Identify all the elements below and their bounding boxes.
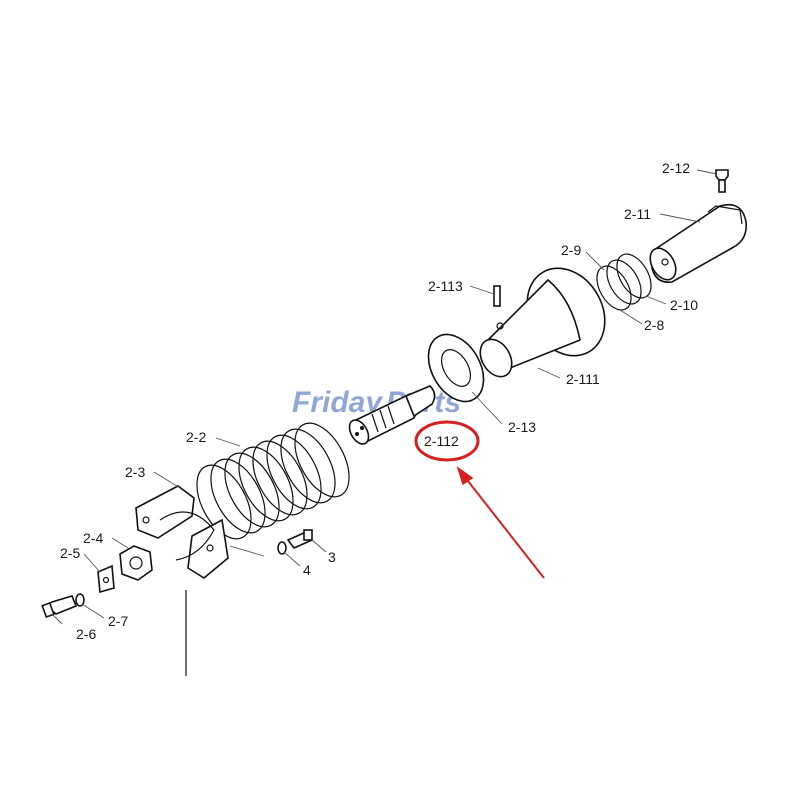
part-2-7-washer (75, 593, 85, 607)
label-2-3: 2-3 (125, 464, 145, 480)
part-2-13-washer (427, 333, 485, 403)
label-2-6: 2-6 (76, 626, 96, 642)
part-2-6-bolt (41, 595, 78, 619)
part-4-washer (277, 541, 287, 555)
part-2-111-housing (479, 267, 606, 378)
label-4: 4 (303, 562, 311, 578)
leader-lines (51, 169, 718, 625)
highlight-arrow (456, 466, 545, 579)
part-2-3-bracket (135, 485, 229, 579)
label-3: 3 (328, 549, 336, 565)
part-2-2-spring (196, 422, 350, 540)
part-2-11-cylinder (649, 203, 748, 284)
label-2-10: 2-10 (670, 297, 698, 313)
label-2-112: 2-112 (424, 433, 459, 449)
label-2-111: 2-111 (566, 371, 600, 387)
label-2-2: 2-2 (186, 429, 206, 445)
part-2-113-pin (493, 285, 501, 307)
part-2-9-2-10-rings (596, 253, 652, 311)
highlight-circle (414, 420, 480, 462)
label-2-11: 2-11 (624, 206, 651, 222)
label-2-7: 2-7 (108, 613, 128, 629)
label-2-5: 2-5 (60, 545, 80, 561)
label-2-12: 2-12 (662, 160, 690, 176)
part-2-4-nut (119, 545, 153, 581)
part-2-12-bolt (715, 169, 729, 193)
part-3-bolt (286, 529, 314, 549)
part-2-112-rod (348, 385, 436, 446)
label-2-13: 2-13 (508, 419, 536, 435)
label-2-9: 2-9 (561, 242, 581, 258)
part-2-5-plate (97, 564, 115, 594)
label-2-113: 2-113 (428, 278, 463, 294)
label-2-8: 2-8 (644, 317, 664, 333)
label-2-4: 2-4 (83, 530, 103, 546)
